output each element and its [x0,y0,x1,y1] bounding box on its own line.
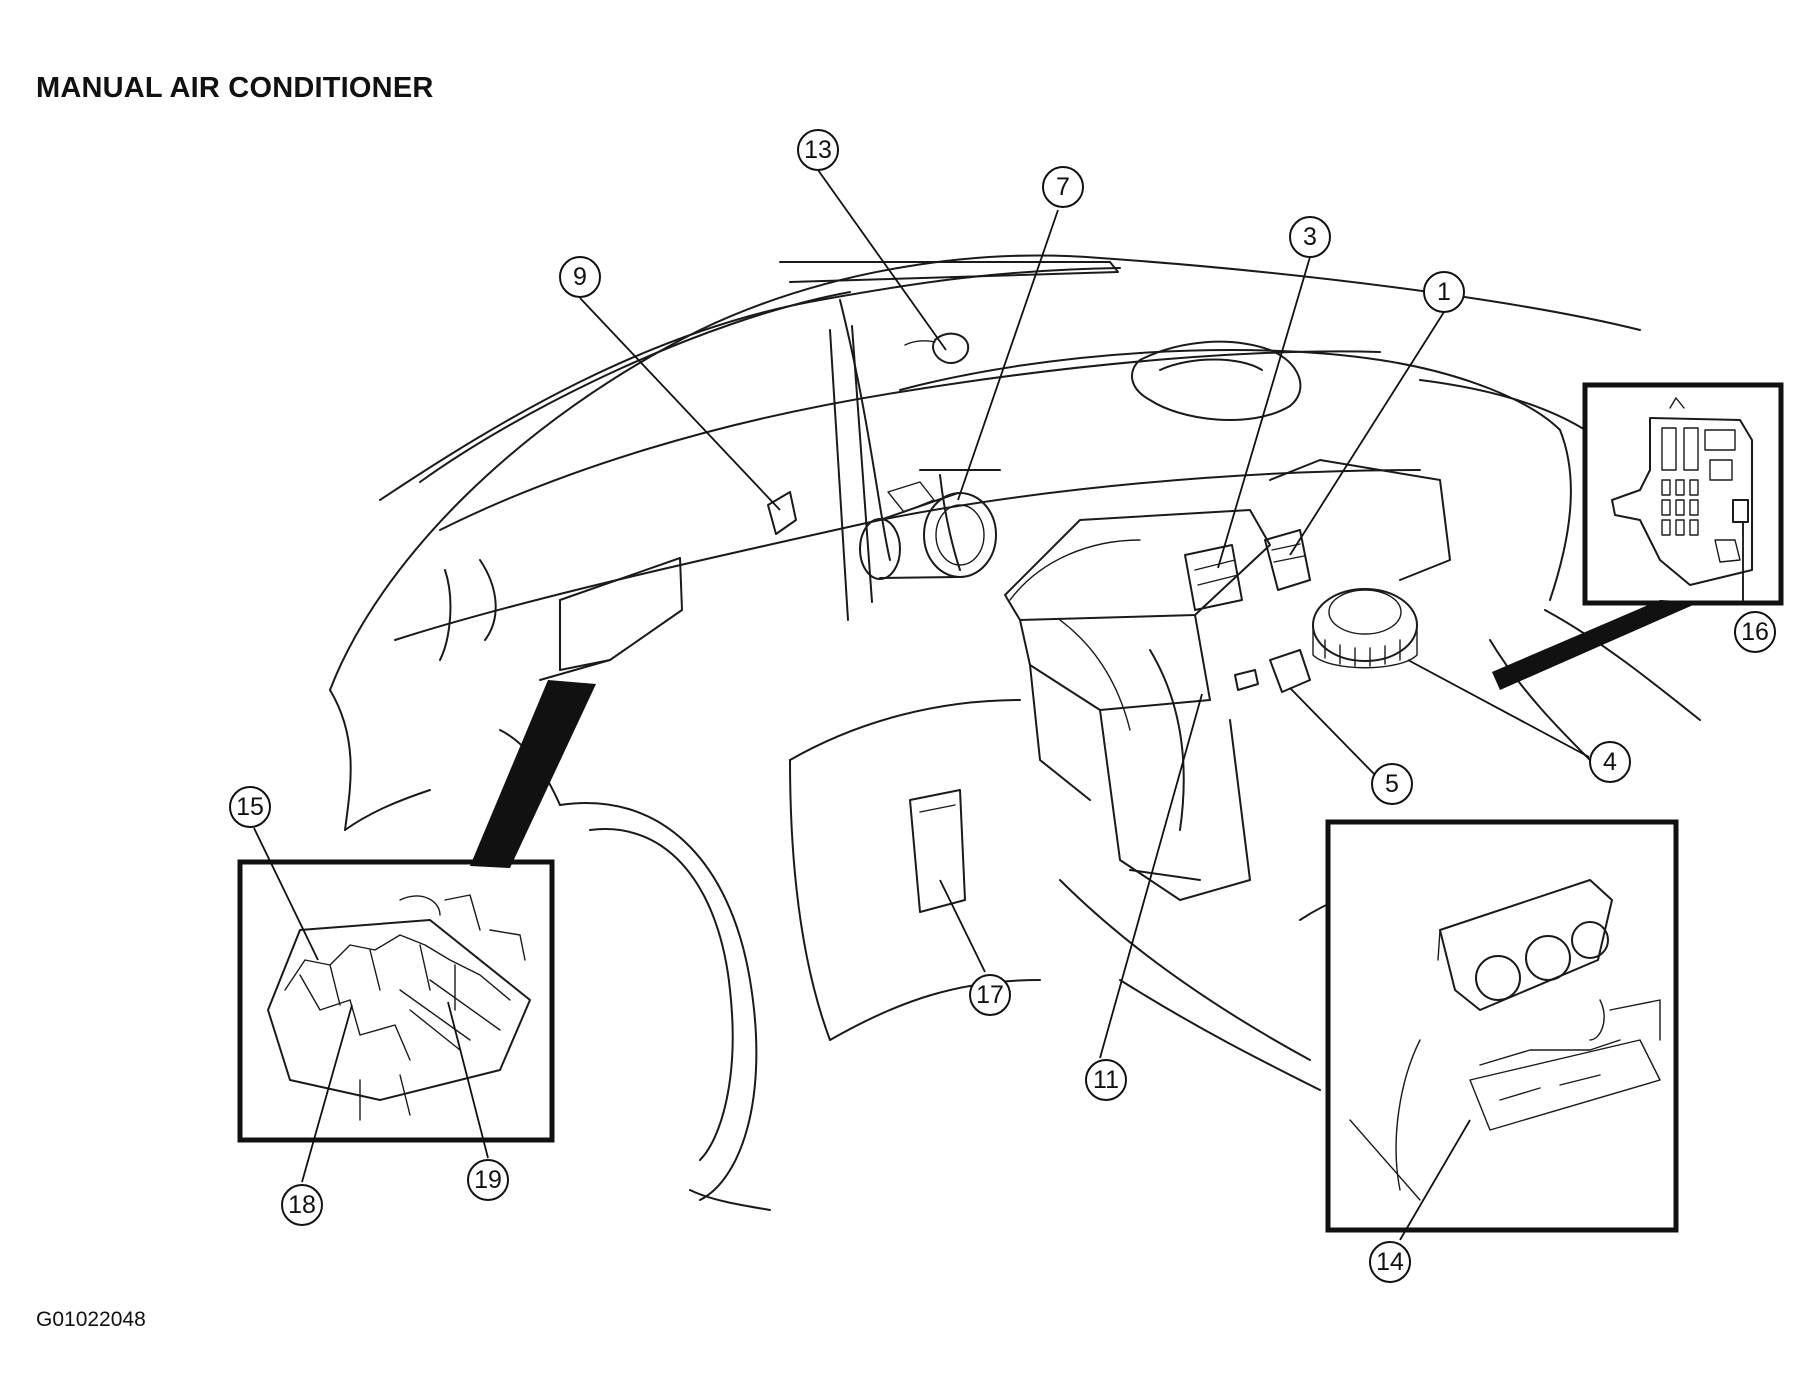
svg-text:1: 1 [1437,278,1451,306]
svg-text:9: 9 [573,263,587,291]
callout-13: 13 [797,129,839,171]
svg-text:15: 15 [236,793,264,821]
svg-text:19: 19 [474,1166,502,1194]
callout-19: 19 [467,1159,509,1201]
svg-text:4: 4 [1603,748,1617,776]
callout-7: 7 [1042,166,1084,208]
callout-11: 11 [1085,1059,1127,1101]
figure-id: G01022048 [36,1308,146,1331]
callout-14: 14 [1369,1241,1411,1283]
evaporator-temperature-sensor [1234,669,1259,691]
svg-text:16: 16 [1741,618,1769,646]
callout-3: 3 [1289,216,1331,258]
svg-text:3: 3 [1303,223,1317,251]
callout-16: 16 [1734,611,1776,653]
callout-9: 9 [559,256,601,298]
pcm-module [909,789,966,913]
svg-text:11: 11 [1093,1066,1119,1094]
heater-evaporator-unit [1004,509,1271,901]
svg-text:17: 17 [976,981,1004,1009]
callout-1: 1 [1423,271,1465,313]
inset-under-hood-junction-box [237,680,596,1143]
callout-15: 15 [229,786,271,828]
leader-lines [253,169,1744,1241]
svg-text:14: 14 [1376,1248,1404,1276]
inset-climate-control-panel [1325,819,1679,1233]
ac-compressor [859,481,997,580]
air-mix-actuator [1184,544,1243,611]
page-title: MANUAL AIR CONDITIONER [36,72,434,104]
svg-text:13: 13 [804,136,832,164]
refrigerant-pressure-switch [767,491,797,535]
callout-18: 18 [281,1184,323,1226]
svg-text:18: 18 [288,1191,316,1219]
callout-4: 4 [1589,741,1631,783]
blower-motor [1269,459,1451,669]
power-mosfet [1269,649,1311,693]
callout-17: 17 [969,974,1011,1016]
callout-5: 5 [1371,763,1413,805]
solar-radiation-sensor [904,332,970,364]
recirculate-fresh-air-actuator [1264,529,1311,591]
svg-text:5: 5 [1385,770,1399,798]
inset-passenger-junction-box [1492,382,1784,690]
svg-text:7: 7 [1056,173,1070,201]
